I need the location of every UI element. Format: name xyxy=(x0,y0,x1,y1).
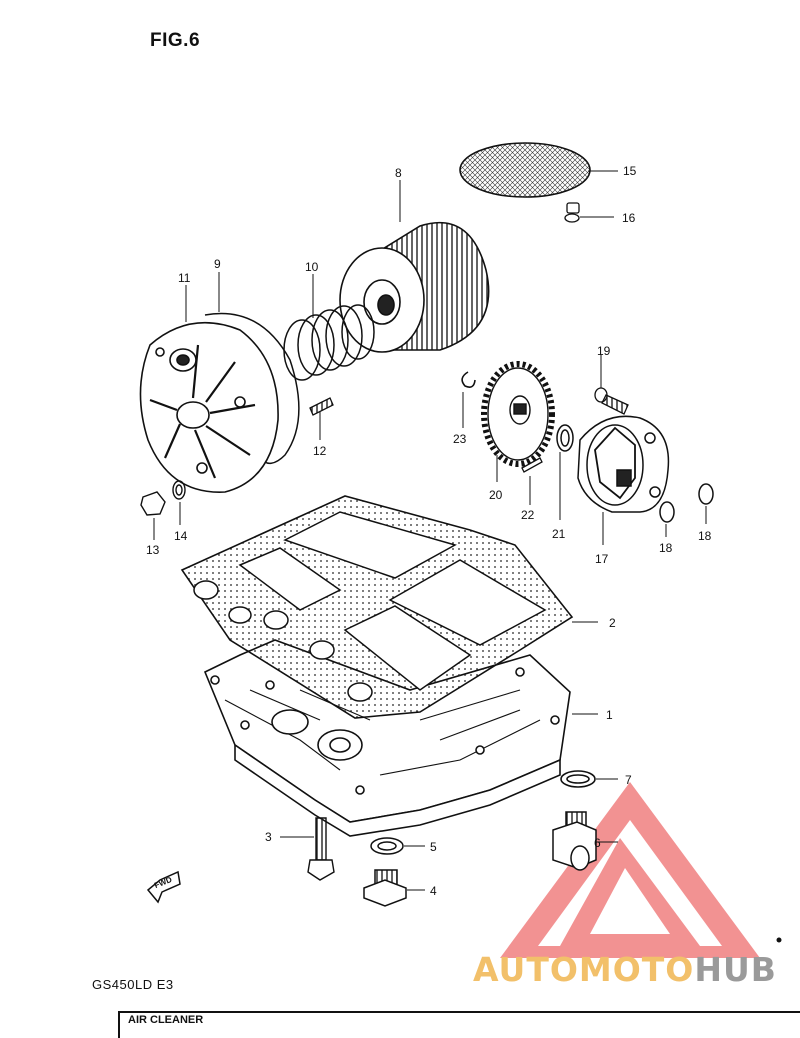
callout-12: 12 xyxy=(313,444,327,458)
callout-23: 23 xyxy=(453,432,467,446)
part-19-bolt xyxy=(594,355,629,415)
part-11-filter-cap xyxy=(139,285,279,493)
callout-17: 17 xyxy=(595,552,609,566)
callout-20: 20 xyxy=(489,488,503,502)
part-3-bolt xyxy=(280,817,335,881)
part-8-oil-filter xyxy=(339,180,490,353)
part-7-o-ring xyxy=(560,770,618,788)
callout-3: 3 xyxy=(265,830,272,844)
callout-9: 9 xyxy=(214,257,221,271)
part-22-pin xyxy=(521,457,543,505)
part-12-stud xyxy=(309,397,334,440)
part-5-gasket xyxy=(370,837,425,855)
part-10-spring xyxy=(283,274,375,381)
watermark-text-part1: AUTOMOTO xyxy=(473,950,695,989)
callout-15: 15 xyxy=(623,164,637,178)
part-16-screw xyxy=(564,202,614,223)
part-15-screen xyxy=(459,142,618,198)
callout-18a: 18 xyxy=(659,541,673,555)
part-14-washer xyxy=(172,480,186,525)
callout-19: 19 xyxy=(597,344,611,358)
callout-8: 8 xyxy=(395,166,402,180)
callout-7: 7 xyxy=(625,773,632,787)
figure-title: FIG.6 xyxy=(150,30,201,51)
footer-strip-text: AIR CLEANER xyxy=(128,1014,204,1026)
footer-strip: AIR CLEANER xyxy=(118,1011,800,1038)
part-20-gear xyxy=(481,361,555,482)
callout-22: 22 xyxy=(521,508,535,522)
callout-4: 4 xyxy=(430,884,437,898)
callout-10: 10 xyxy=(305,260,319,274)
callout-16: 16 xyxy=(622,211,636,225)
part-18-o-rings xyxy=(659,483,714,537)
part-17-oil-pump xyxy=(577,415,670,545)
part-13-cap-nut xyxy=(140,491,166,540)
watermark-text-part2: HUB xyxy=(694,950,777,989)
callout-14: 14 xyxy=(174,529,188,543)
part-2-gasket xyxy=(180,495,598,719)
callout-11: 11 xyxy=(178,271,191,285)
callout-18b: 18 xyxy=(698,529,712,543)
callout-21: 21 xyxy=(552,527,566,541)
watermark-logo xyxy=(500,782,760,958)
part-4-drain-plug xyxy=(363,869,425,907)
part-9-o-ring xyxy=(204,272,300,464)
fwd-arrow xyxy=(146,870,181,904)
callout-6: 6 xyxy=(594,836,601,850)
callout-13: 13 xyxy=(146,543,160,557)
part-23-circlip xyxy=(461,371,476,428)
corner-mark xyxy=(776,937,782,943)
callout-1: 1 xyxy=(606,708,613,722)
part-6-union xyxy=(552,811,618,871)
model-code: GS450LD E3 xyxy=(92,977,174,992)
callout-2: 2 xyxy=(609,616,616,630)
watermark-text: AUTOMOTOHUB xyxy=(473,950,777,989)
part-21-washer xyxy=(556,424,574,520)
callout-5: 5 xyxy=(430,840,437,854)
